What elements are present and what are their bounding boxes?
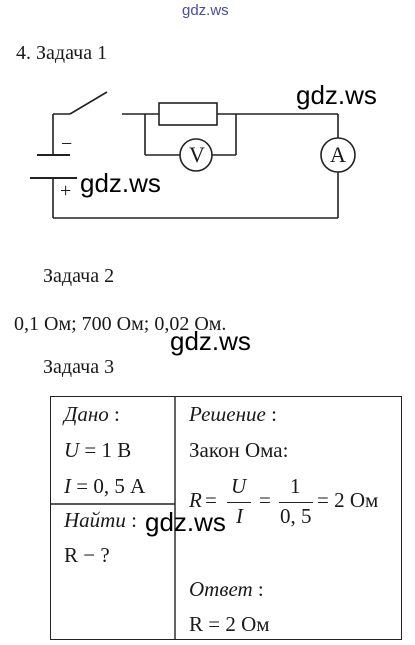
battery-minus-sign: −: [61, 133, 73, 155]
task2-answer: 0,1 Ом; 700 Ом; 0,02 Ом.: [14, 313, 227, 335]
final-answer: R = 2 Ом: [189, 612, 270, 636]
given-voltage: U = 1 В: [64, 438, 132, 462]
voltmeter: [179, 138, 213, 172]
task1-title: 4. Задача 1: [16, 42, 108, 64]
ammeter-label: A: [330, 142, 346, 167]
voltmeter-label: V: [189, 142, 205, 167]
watermark-table: gdz.ws: [145, 507, 226, 537]
ohms-law-label: Закон Ома:: [189, 438, 289, 462]
watermark-task2: gdz.ws: [170, 326, 251, 356]
solution-table: [50, 396, 402, 640]
watermark-top: gdz.ws: [182, 2, 229, 19]
task3-title: Задача 3: [43, 356, 115, 378]
task2-title: Задача 2: [43, 265, 115, 287]
watermark-circuit-left: gdz.ws: [80, 168, 161, 198]
switch-blade: [69, 91, 108, 115]
solution-header: Решение :: [189, 402, 277, 426]
answer-header: Ответ :: [189, 577, 264, 601]
find-resistance: R − ?: [64, 543, 110, 567]
battery-plus-sign: +: [60, 180, 72, 202]
find-header: Найти :: [64, 508, 137, 532]
given-current: I = 0, 5 А: [64, 474, 146, 498]
watermark-circuit-right: gdz.ws: [296, 80, 377, 110]
given-header: Дано :: [64, 402, 120, 426]
